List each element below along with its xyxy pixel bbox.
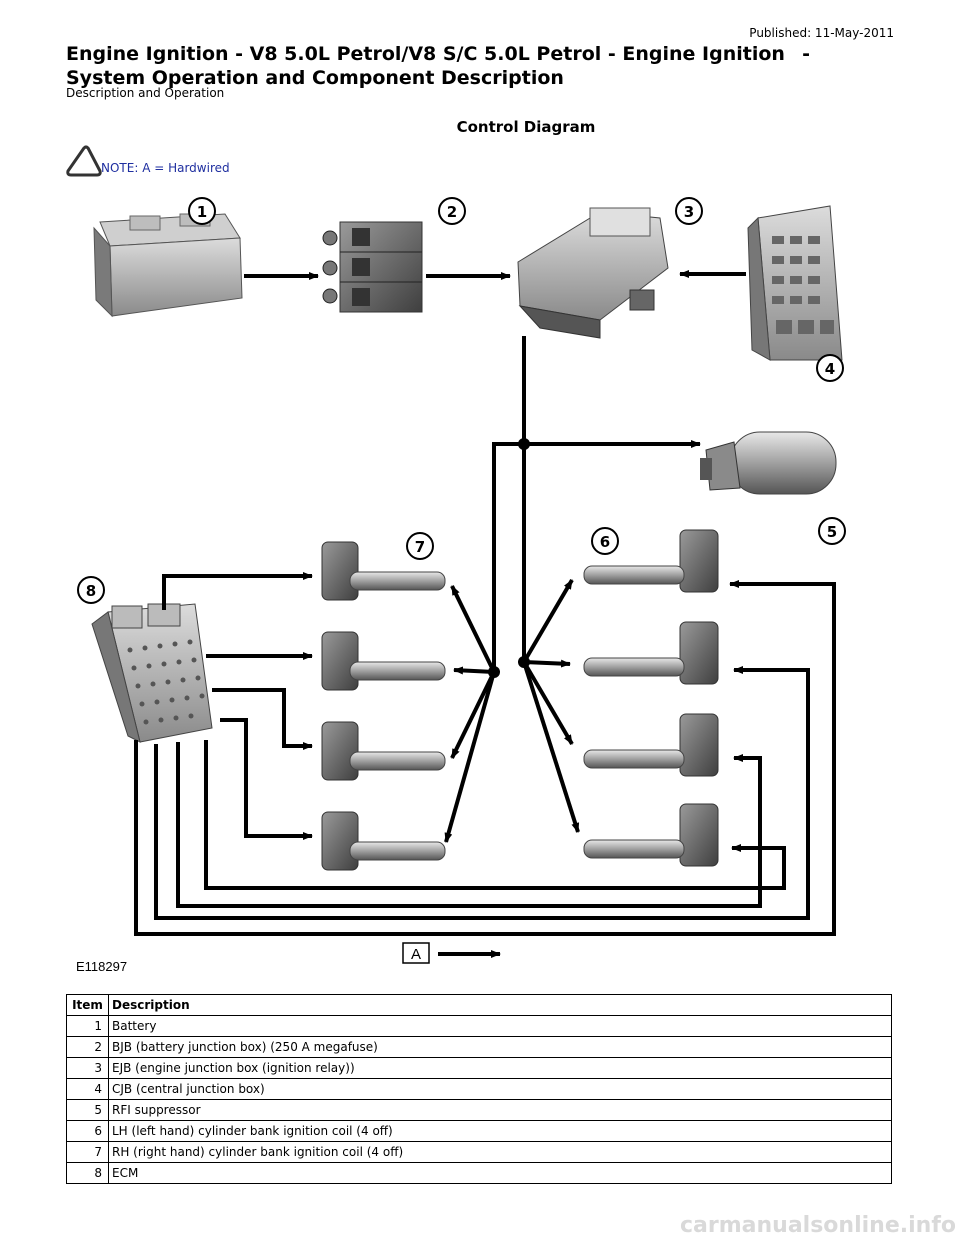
ecm-component bbox=[92, 604, 212, 742]
figure-id: E118297 bbox=[76, 959, 127, 974]
item-number: 8 bbox=[67, 1163, 109, 1184]
item-description: RFI suppressor bbox=[109, 1100, 892, 1121]
callout-4: 4 bbox=[817, 355, 843, 381]
svg-text:8: 8 bbox=[86, 582, 96, 600]
item-description: EJB (engine junction box (ignition relay… bbox=[109, 1058, 892, 1079]
item-description: BJB (battery junction box) (250 A megafu… bbox=[109, 1037, 892, 1058]
callout-3: 3 bbox=[676, 198, 702, 224]
bjb-component bbox=[323, 222, 422, 312]
svg-text:4: 4 bbox=[825, 360, 835, 378]
svg-text:1: 1 bbox=[197, 203, 207, 221]
svg-text:2: 2 bbox=[447, 203, 457, 221]
published-date: Published: 11-May-2011 bbox=[749, 26, 894, 40]
watermark: carmanualsonline.info bbox=[680, 1213, 956, 1238]
callout-5: 5 bbox=[819, 518, 845, 544]
page-title: Engine Ignition - V8 5.0L Petrol/V8 S/C … bbox=[66, 42, 894, 90]
item-number: 5 bbox=[67, 1100, 109, 1121]
item-description: RH (right hand) cylinder bank ignition c… bbox=[109, 1142, 892, 1163]
item-number: 6 bbox=[67, 1121, 109, 1142]
item-number: 7 bbox=[67, 1142, 109, 1163]
wiring bbox=[136, 274, 834, 934]
svg-text:6: 6 bbox=[600, 533, 610, 551]
item-description: CJB (central junction box) bbox=[109, 1079, 892, 1100]
svg-text:3: 3 bbox=[684, 203, 694, 221]
item-number: 4 bbox=[67, 1079, 109, 1100]
rh-ignition-coils bbox=[322, 542, 445, 870]
warning-icon bbox=[66, 144, 102, 178]
svg-text:7: 7 bbox=[415, 538, 425, 556]
item-number: 3 bbox=[67, 1058, 109, 1079]
diagram-heading: Control Diagram bbox=[0, 118, 960, 136]
battery-component bbox=[94, 214, 242, 316]
svg-text:5: 5 bbox=[827, 523, 837, 541]
table-header-row: Item Description bbox=[67, 995, 892, 1016]
column-header-description: Description bbox=[109, 995, 892, 1016]
item-description: Battery bbox=[109, 1016, 892, 1037]
note-text: NOTE: A = Hardwired bbox=[101, 161, 230, 175]
section-subtitle: Description and Operation bbox=[66, 86, 224, 100]
title-line-1: Engine Ignition - V8 5.0L Petrol/V8 S/C … bbox=[66, 43, 785, 65]
item-number: 2 bbox=[67, 1037, 109, 1058]
rfi-suppressor-component bbox=[700, 432, 836, 494]
cjb-component bbox=[748, 206, 842, 360]
control-diagram: 1 2 3 4 5 6 7 8 E118297 A bbox=[66, 188, 866, 978]
item-number: 1 bbox=[67, 1016, 109, 1037]
ejb-component bbox=[518, 208, 668, 338]
lh-ignition-coils bbox=[584, 530, 718, 866]
callout-7: 7 bbox=[407, 533, 433, 559]
callout-2: 2 bbox=[439, 198, 465, 224]
callout-6: 6 bbox=[592, 528, 618, 554]
callout-8: 8 bbox=[78, 577, 104, 603]
column-header-item: Item bbox=[67, 995, 109, 1016]
item-description: ECM bbox=[109, 1163, 892, 1184]
item-description: LH (left hand) cylinder bank ignition co… bbox=[109, 1121, 892, 1142]
title-dash: - bbox=[802, 42, 810, 66]
legend-letter: A bbox=[411, 946, 421, 963]
legend-hardwired: A bbox=[403, 943, 500, 963]
callout-1: 1 bbox=[189, 198, 215, 224]
